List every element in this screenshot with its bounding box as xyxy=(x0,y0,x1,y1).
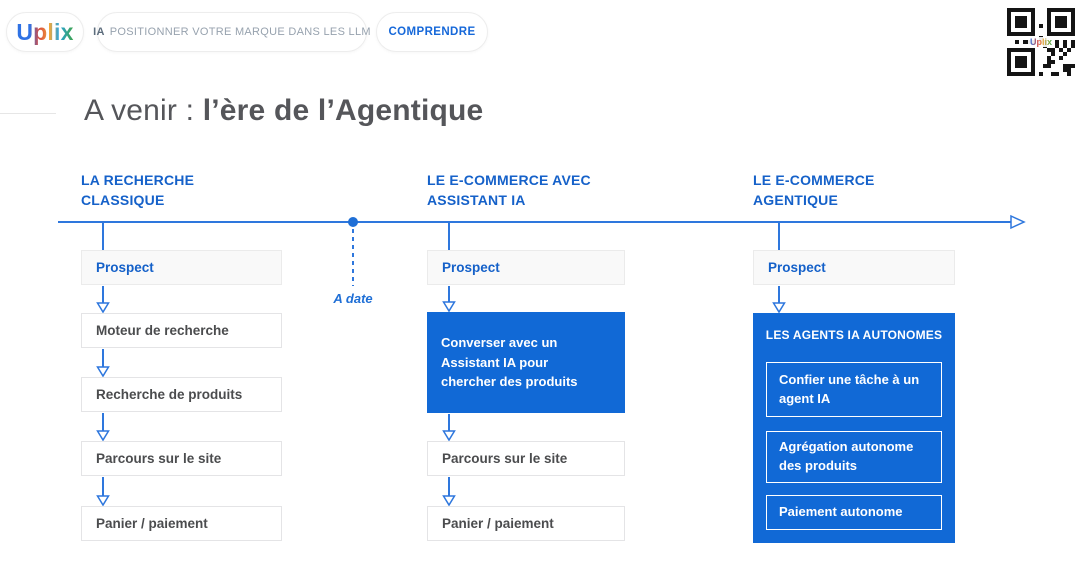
timeline-marker-label: A date xyxy=(333,291,373,306)
page-title-regular: A venir : xyxy=(84,94,203,127)
comprendre-button[interactable]: COMPRENDRE xyxy=(376,12,488,52)
step-moteur-de-recherche: Moteur de recherche xyxy=(81,313,282,348)
nav-label: POSITIONNER VOTRE MARQUE DANS LES LLM xyxy=(109,26,371,38)
step-panier-paiement-col2: Panier / paiement xyxy=(427,506,625,541)
panel-item-confier-tache: Confier une tâche à un agent IA xyxy=(766,362,942,417)
nav-prefix: IA xyxy=(93,26,105,38)
timeline-arrow-icon xyxy=(1010,214,1026,230)
logo-text: Uplix xyxy=(16,18,74,45)
column-heading-ecommerce-assistant-ia: LE E-COMMERCE AVEC ASSISTANT IA xyxy=(427,172,591,208)
step-prospect-col2: Prospect xyxy=(427,250,625,285)
page-title-bold: l’ère de l’Agentique xyxy=(202,94,484,127)
step-parcours-site-col1: Parcours sur le site xyxy=(81,441,282,476)
step-panier-paiement-col1: Panier / paiement xyxy=(81,506,282,541)
qr-logo-overlay: Uplix xyxy=(1027,37,1055,47)
panel-title: LES AGENTS IA AUTONOMES xyxy=(765,328,943,342)
timeline-dot-icon xyxy=(348,217,358,227)
title-rule xyxy=(0,113,56,114)
step-prospect-col3: Prospect xyxy=(753,250,955,285)
nav-pill[interactable]: IA POSITIONNER VOTRE MARQUE DANS LES LLM xyxy=(93,12,371,52)
page-title: A venir : l’ère de l’Agentique xyxy=(84,94,483,128)
step-prospect-col1: Prospect xyxy=(81,250,282,285)
panel-item-agregation-autonome: Agrégation autonome des produits xyxy=(766,431,942,483)
qr-code-icon: Uplix xyxy=(1007,8,1075,76)
panel-item-paiement-autonome: Paiement autonome xyxy=(766,495,942,530)
logo[interactable]: Uplix xyxy=(6,12,84,52)
column-heading-recherche-classique: LA RECHERCHE CLASSIQUE xyxy=(81,172,195,208)
step-recherche-de-produits: Recherche de produits xyxy=(81,377,282,412)
step-parcours-site-col2: Parcours sur le site xyxy=(427,441,625,476)
comprendre-label: COMPRENDRE xyxy=(388,26,476,38)
agents-ia-autonomes-panel: LES AGENTS IA AUTONOMES Confier une tâch… xyxy=(753,313,955,543)
column-heading-ecommerce-agentique: LE E-COMMERCE AGENTIQUE xyxy=(753,172,875,208)
step-converser-assistant-ia: Converser avec un Assistant IA pour cher… xyxy=(427,312,625,413)
